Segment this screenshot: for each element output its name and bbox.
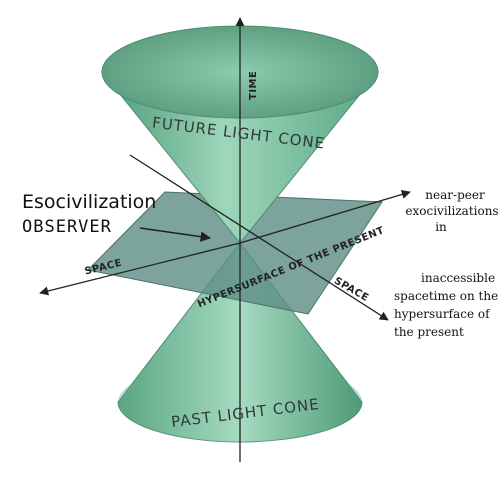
space-label-right: SPACE [332,276,370,305]
time-label: TIME [248,71,259,100]
observer-subtitle: OBSERVER [22,217,112,237]
note-inaccessible-line: spacetime on the [394,289,498,303]
observer-arrow [139,227,212,242]
axes [39,17,411,462]
note-near-peer-line: in [435,220,447,234]
note-near-peer-line: near-peer [425,188,485,202]
note-inaccessible-line: hypersurface of [394,307,491,321]
note-inaccessible-line: the present [394,325,464,339]
note-near-peer: near-peer exocivilizations in [405,188,498,234]
note-inaccessible-line: inaccessible [421,271,495,285]
note-inaccessible: inaccessible spacetime on the hypersurfa… [394,271,498,339]
space-axis-2 [39,242,241,296]
note-near-peer-line: exocivilizations [405,204,498,218]
observer-title: Esocivilization [22,191,156,213]
space-axis-3 [239,189,411,244]
